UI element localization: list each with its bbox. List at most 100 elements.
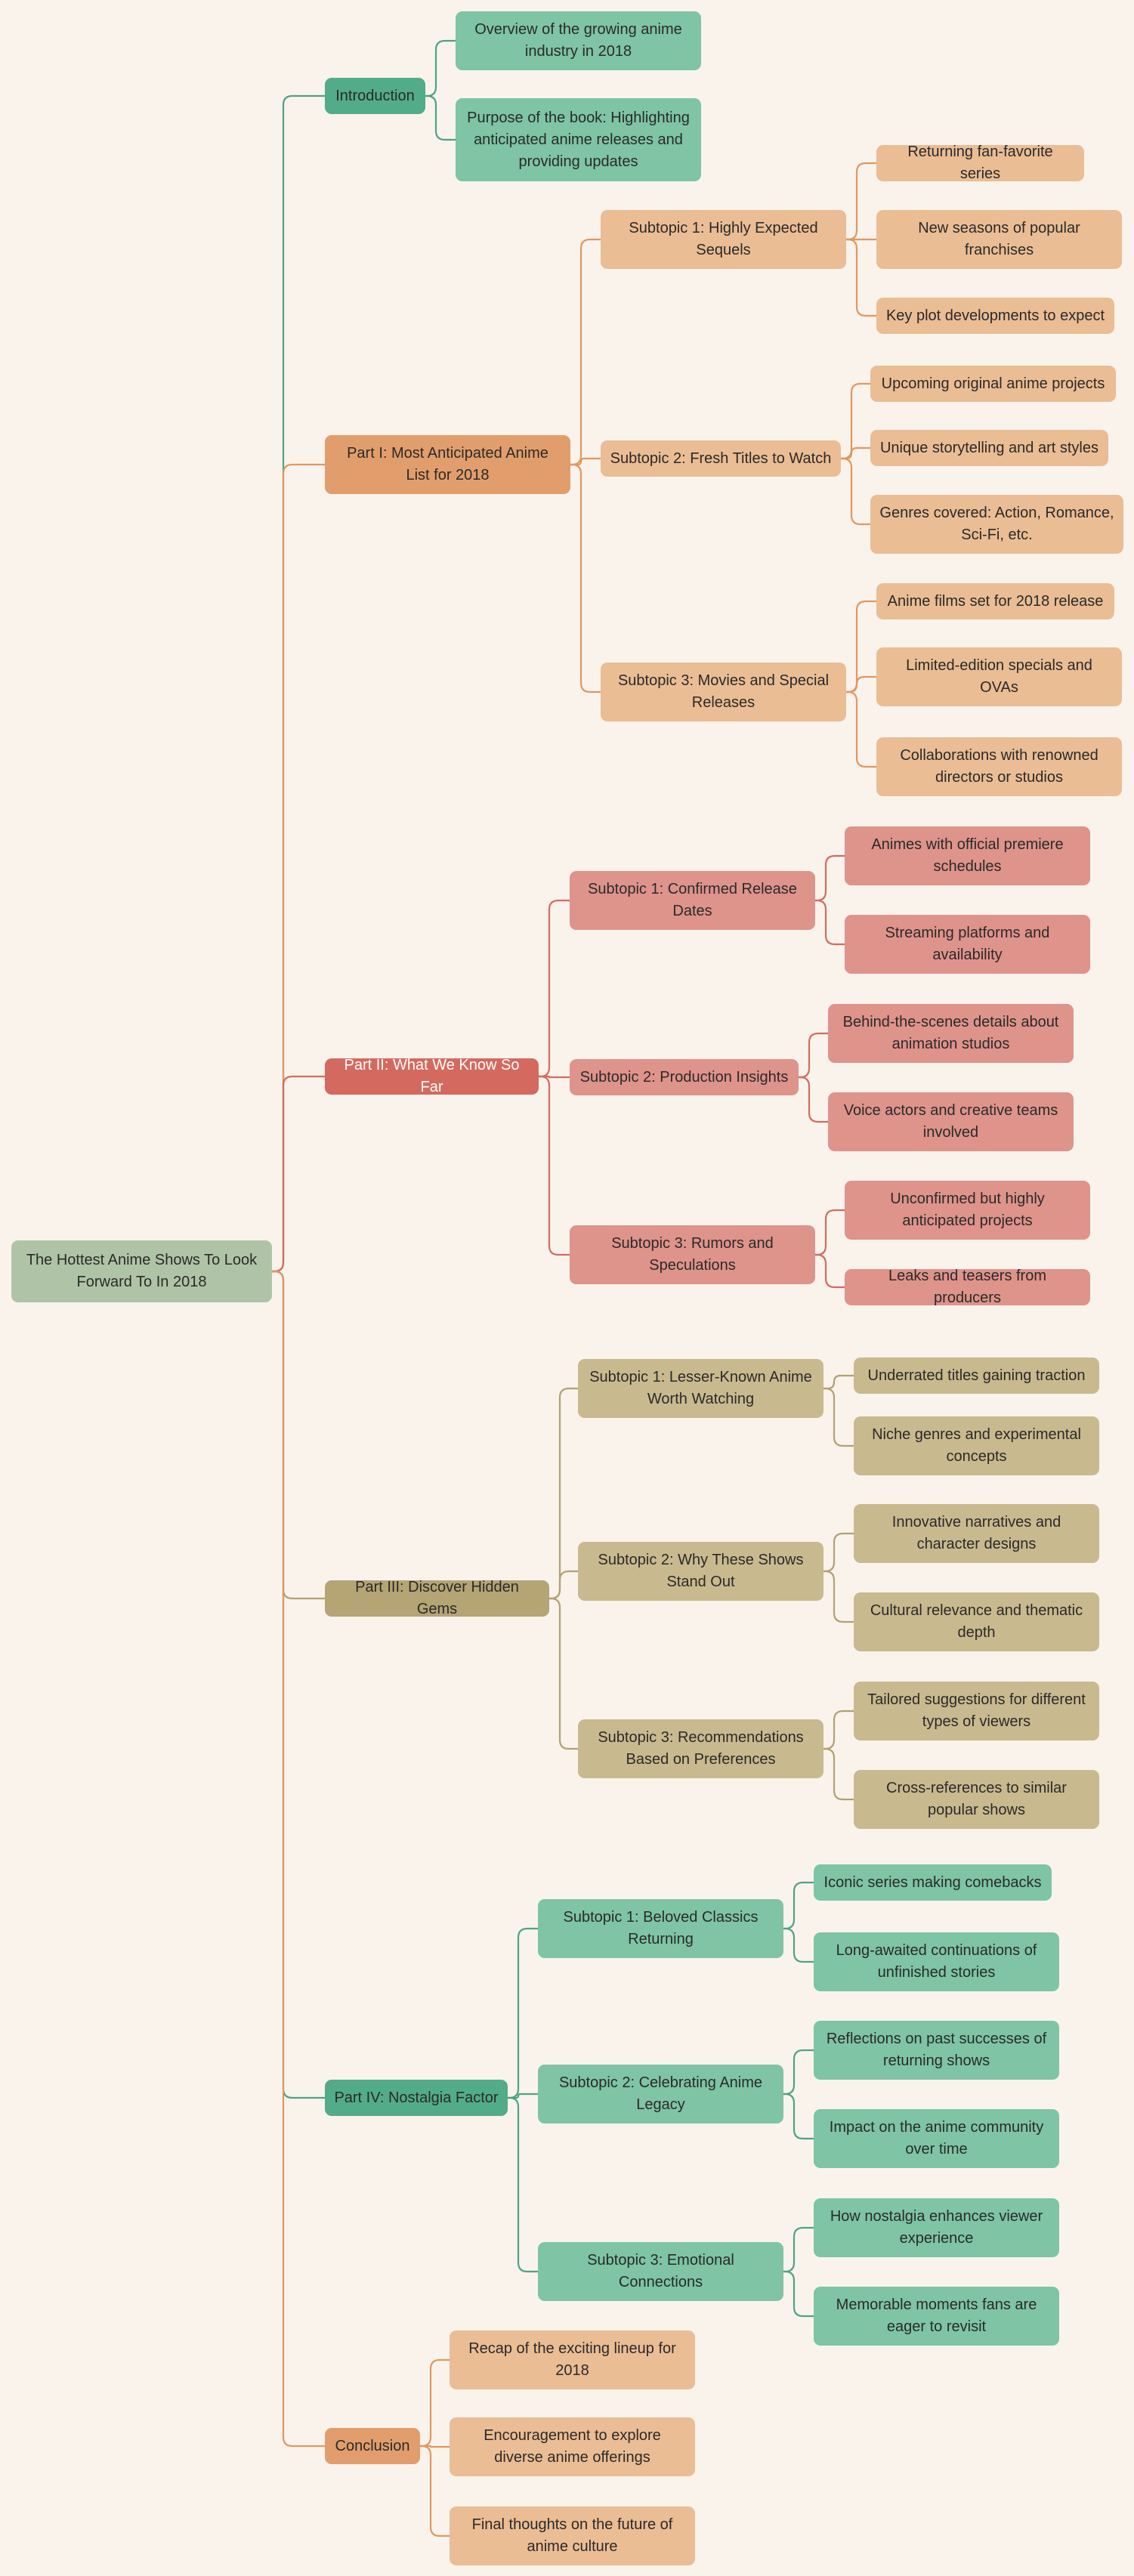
subtopic-subtopic-1-lesser-known-anime-worth-watc[interactable]: Subtopic 1: Lesser-Known Anime Worth Wat…: [578, 1359, 823, 1418]
subtopic-subtopic-2-fresh-titles-to-watch[interactable]: Subtopic 2: Fresh Titles to Watch: [601, 440, 841, 477]
leaf-key-plot-developments-to-expect[interactable]: Key plot developments to expect: [876, 298, 1114, 334]
leaf-long-awaited-continuations-of-unfinished[interactable]: Long-awaited continuations of unfinished…: [814, 1932, 1059, 1991]
leaf-how-nostalgia-enhances-viewer-experience[interactable]: How nostalgia enhances viewer experience: [814, 2198, 1059, 2257]
connector-line: [570, 238, 601, 466]
leaf-streaming-platforms-and-availability[interactable]: Streaming platforms and availability: [845, 915, 1090, 974]
connector-line: [508, 1927, 538, 2099]
connector-line: [799, 1076, 828, 1123]
leaf-anime-films-set-for-2018-release[interactable]: Anime films set for 2018 release: [876, 583, 1114, 619]
connector-line: [549, 1387, 578, 1600]
leaf-cross-references-to-similar-popular-show[interactable]: Cross-references to similar popular show…: [854, 1770, 1099, 1829]
branch-introduction[interactable]: Introduction: [325, 78, 425, 114]
connector-line: [539, 899, 570, 1078]
subtopic-subtopic-3-emotional-connections[interactable]: Subtopic 3: Emotional Connections: [538, 2242, 783, 2301]
leaf-voice-actors-and-creative-teams-involved[interactable]: Voice actors and creative teams involved: [828, 1092, 1074, 1151]
leaf-behind-the-scenes-details-about-animatio[interactable]: Behind-the-scenes details about animatio…: [828, 1004, 1074, 1063]
branch-part-i-most-anticipated-anime-list-for-2[interactable]: Part I: Most Anticipated Anime List for …: [325, 435, 570, 494]
branch-part-iv-nostalgia-factor[interactable]: Part IV: Nostalgia Factor: [325, 2080, 508, 2116]
connector-line: [783, 1881, 814, 1930]
leaf-collaborations-with-renowned-directors-o[interactable]: Collaborations with renowned directors o…: [876, 737, 1122, 796]
connector-line: [570, 457, 601, 466]
leaf-unique-storytelling-and-art-styles[interactable]: Unique storytelling and art styles: [870, 430, 1108, 466]
leaf-underrated-titles-gaining-traction[interactable]: Underrated titles gaining traction: [854, 1357, 1099, 1394]
connector-line: [815, 854, 845, 902]
subtopic-subtopic-1-highly-expected-sequels[interactable]: Subtopic 1: Highly Expected Sequels: [601, 210, 846, 269]
leaf-cultural-relevance-and-thematic-depth[interactable]: Cultural relevance and thematic depth: [854, 1592, 1099, 1651]
connector-line: [420, 2445, 450, 2448]
leaf-innovative-narratives-and-character-desi[interactable]: Innovative narratives and character desi…: [854, 1504, 1099, 1563]
connector-line: [823, 1570, 854, 1623]
connector-line: [783, 2270, 814, 2318]
leaf-new-seasons-of-popular-franchises[interactable]: New seasons of popular franchises: [876, 210, 1122, 269]
connector-line: [272, 463, 325, 1273]
root-topic-node[interactable]: The Hottest Anime Shows To Look Forward …: [11, 1240, 272, 1302]
connector-line: [783, 2049, 814, 2096]
connector-line: [272, 1075, 325, 1273]
connector-line: [508, 2096, 538, 2273]
leaf-reflections-on-past-successes-of-returni[interactable]: Reflections on past successes of returni…: [814, 2021, 1059, 2080]
connector-line: [549, 1597, 578, 1750]
connector-line: [272, 1270, 325, 2448]
connector-line: [508, 2093, 538, 2099]
subtopic-subtopic-3-rumors-and-speculations[interactable]: Subtopic 3: Rumors and Speculations: [570, 1225, 815, 1284]
connector-line: [823, 1747, 854, 1801]
leaf-iconic-series-making-comebacks[interactable]: Iconic series making comebacks: [814, 1864, 1052, 1901]
leaf-tailored-suggestions-for-different-types[interactable]: Tailored suggestions for different types…: [854, 1682, 1099, 1740]
subtopic-subtopic-3-recommendations-based-on-pref[interactable]: Subtopic 3: Recommendations Based on Pre…: [578, 1719, 823, 1778]
connector-line: [815, 1209, 845, 1256]
leaf-animes-with-official-premiere-schedules[interactable]: Animes with official premiere schedules: [845, 826, 1090, 885]
connector-line: [539, 1075, 570, 1256]
connector-line: [425, 94, 456, 141]
subtopic-subtopic-2-production-insights[interactable]: Subtopic 2: Production Insights: [570, 1059, 799, 1095]
connector-line: [846, 690, 876, 768]
leaf-impact-on-the-anime-community-over-time[interactable]: Impact on the anime community over time: [814, 2109, 1059, 2168]
connector-line: [783, 2226, 814, 2273]
connector-line: [272, 94, 325, 1273]
subtopic-overview-of-the-growing-anime-industry-i[interactable]: Overview of the growing anime industry i…: [456, 11, 701, 70]
connector-line: [846, 238, 876, 317]
leaf-genres-covered-action-romance-sci-fi-etc[interactable]: Genres covered: Action, Romance, Sci-Fi,…: [870, 495, 1123, 554]
connector-line: [846, 162, 876, 241]
subtopic-subtopic-2-celebrating-anime-legacy[interactable]: Subtopic 2: Celebrating Anime Legacy: [538, 2065, 783, 2124]
leaf-returning-fan-favorite-series[interactable]: Returning fan-favorite series: [876, 144, 1084, 182]
branch-conclusion[interactable]: Conclusion: [325, 2428, 420, 2464]
subtopic-subtopic-1-confirmed-release-dates[interactable]: Subtopic 1: Confirmed Release Dates: [570, 871, 815, 930]
connector-line: [799, 1032, 828, 1079]
branch-part-iii-discover-hidden-gems[interactable]: Part III: Discover Hidden Gems: [325, 1579, 549, 1617]
branch-part-ii-what-we-know-so-far[interactable]: Part II: What We Know So Far: [325, 1057, 539, 1095]
subtopic-subtopic-1-beloved-classics-returning[interactable]: Subtopic 1: Beloved Classics Returning: [538, 1899, 783, 1958]
connector-line: [425, 39, 456, 97]
leaf-niche-genres-and-experimental-concepts[interactable]: Niche genres and experimental concepts: [854, 1416, 1099, 1475]
subtopic-recap-of-the-exciting-lineup-for-2018[interactable]: Recap of the exciting lineup for 2018: [450, 2330, 695, 2389]
connector-line: [570, 463, 601, 693]
connector-line: [823, 1387, 854, 1447]
connector-line: [846, 675, 876, 693]
leaf-memorable-moments-fans-are-eager-to-revi[interactable]: Memorable moments fans are eager to revi…: [814, 2287, 1059, 2346]
connector-line: [841, 446, 870, 460]
leaf-limited-edition-specials-and-ovas[interactable]: Limited-edition specials and OVAs: [876, 647, 1122, 706]
subtopic-subtopic-2-why-these-shows-stand-out[interactable]: Subtopic 2: Why These Shows Stand Out: [578, 1542, 823, 1601]
leaf-upcoming-original-anime-projects[interactable]: Upcoming original anime projects: [870, 366, 1116, 402]
subtopic-encouragement-to-explore-diverse-anime-o[interactable]: Encouragement to explore diverse anime o…: [450, 2417, 695, 2476]
connector-line: [846, 600, 876, 693]
connector-line: [539, 1075, 570, 1079]
connector-line: [823, 1710, 854, 1750]
connector-line: [841, 457, 870, 526]
connector-line: [823, 1532, 854, 1573]
subtopic-final-thoughts-on-the-future-of-anime-cu[interactable]: Final thoughts on the future of anime cu…: [450, 2507, 695, 2565]
connector-line: [783, 1927, 814, 1963]
subtopic-subtopic-3-movies-and-special-releases[interactable]: Subtopic 3: Movies and Special Releases: [601, 663, 846, 721]
connector-line: [272, 1270, 325, 2099]
leaf-leaks-and-teasers-from-producers[interactable]: Leaks and teasers from producers: [845, 1268, 1090, 1306]
connector-line: [420, 2445, 450, 2537]
connector-line: [815, 1253, 845, 1289]
connector-line: [823, 1374, 854, 1390]
connector-line: [549, 1570, 578, 1600]
subtopic-purpose-of-the-book-highlighting-anticip[interactable]: Purpose of the book: Highlighting antici…: [456, 98, 701, 181]
connector-line: [272, 1270, 325, 1600]
connector-line: [420, 2358, 450, 2448]
connector-line: [783, 2093, 814, 2140]
leaf-unconfirmed-but-highly-anticipated-proje[interactable]: Unconfirmed but highly anticipated proje…: [845, 1181, 1090, 1240]
